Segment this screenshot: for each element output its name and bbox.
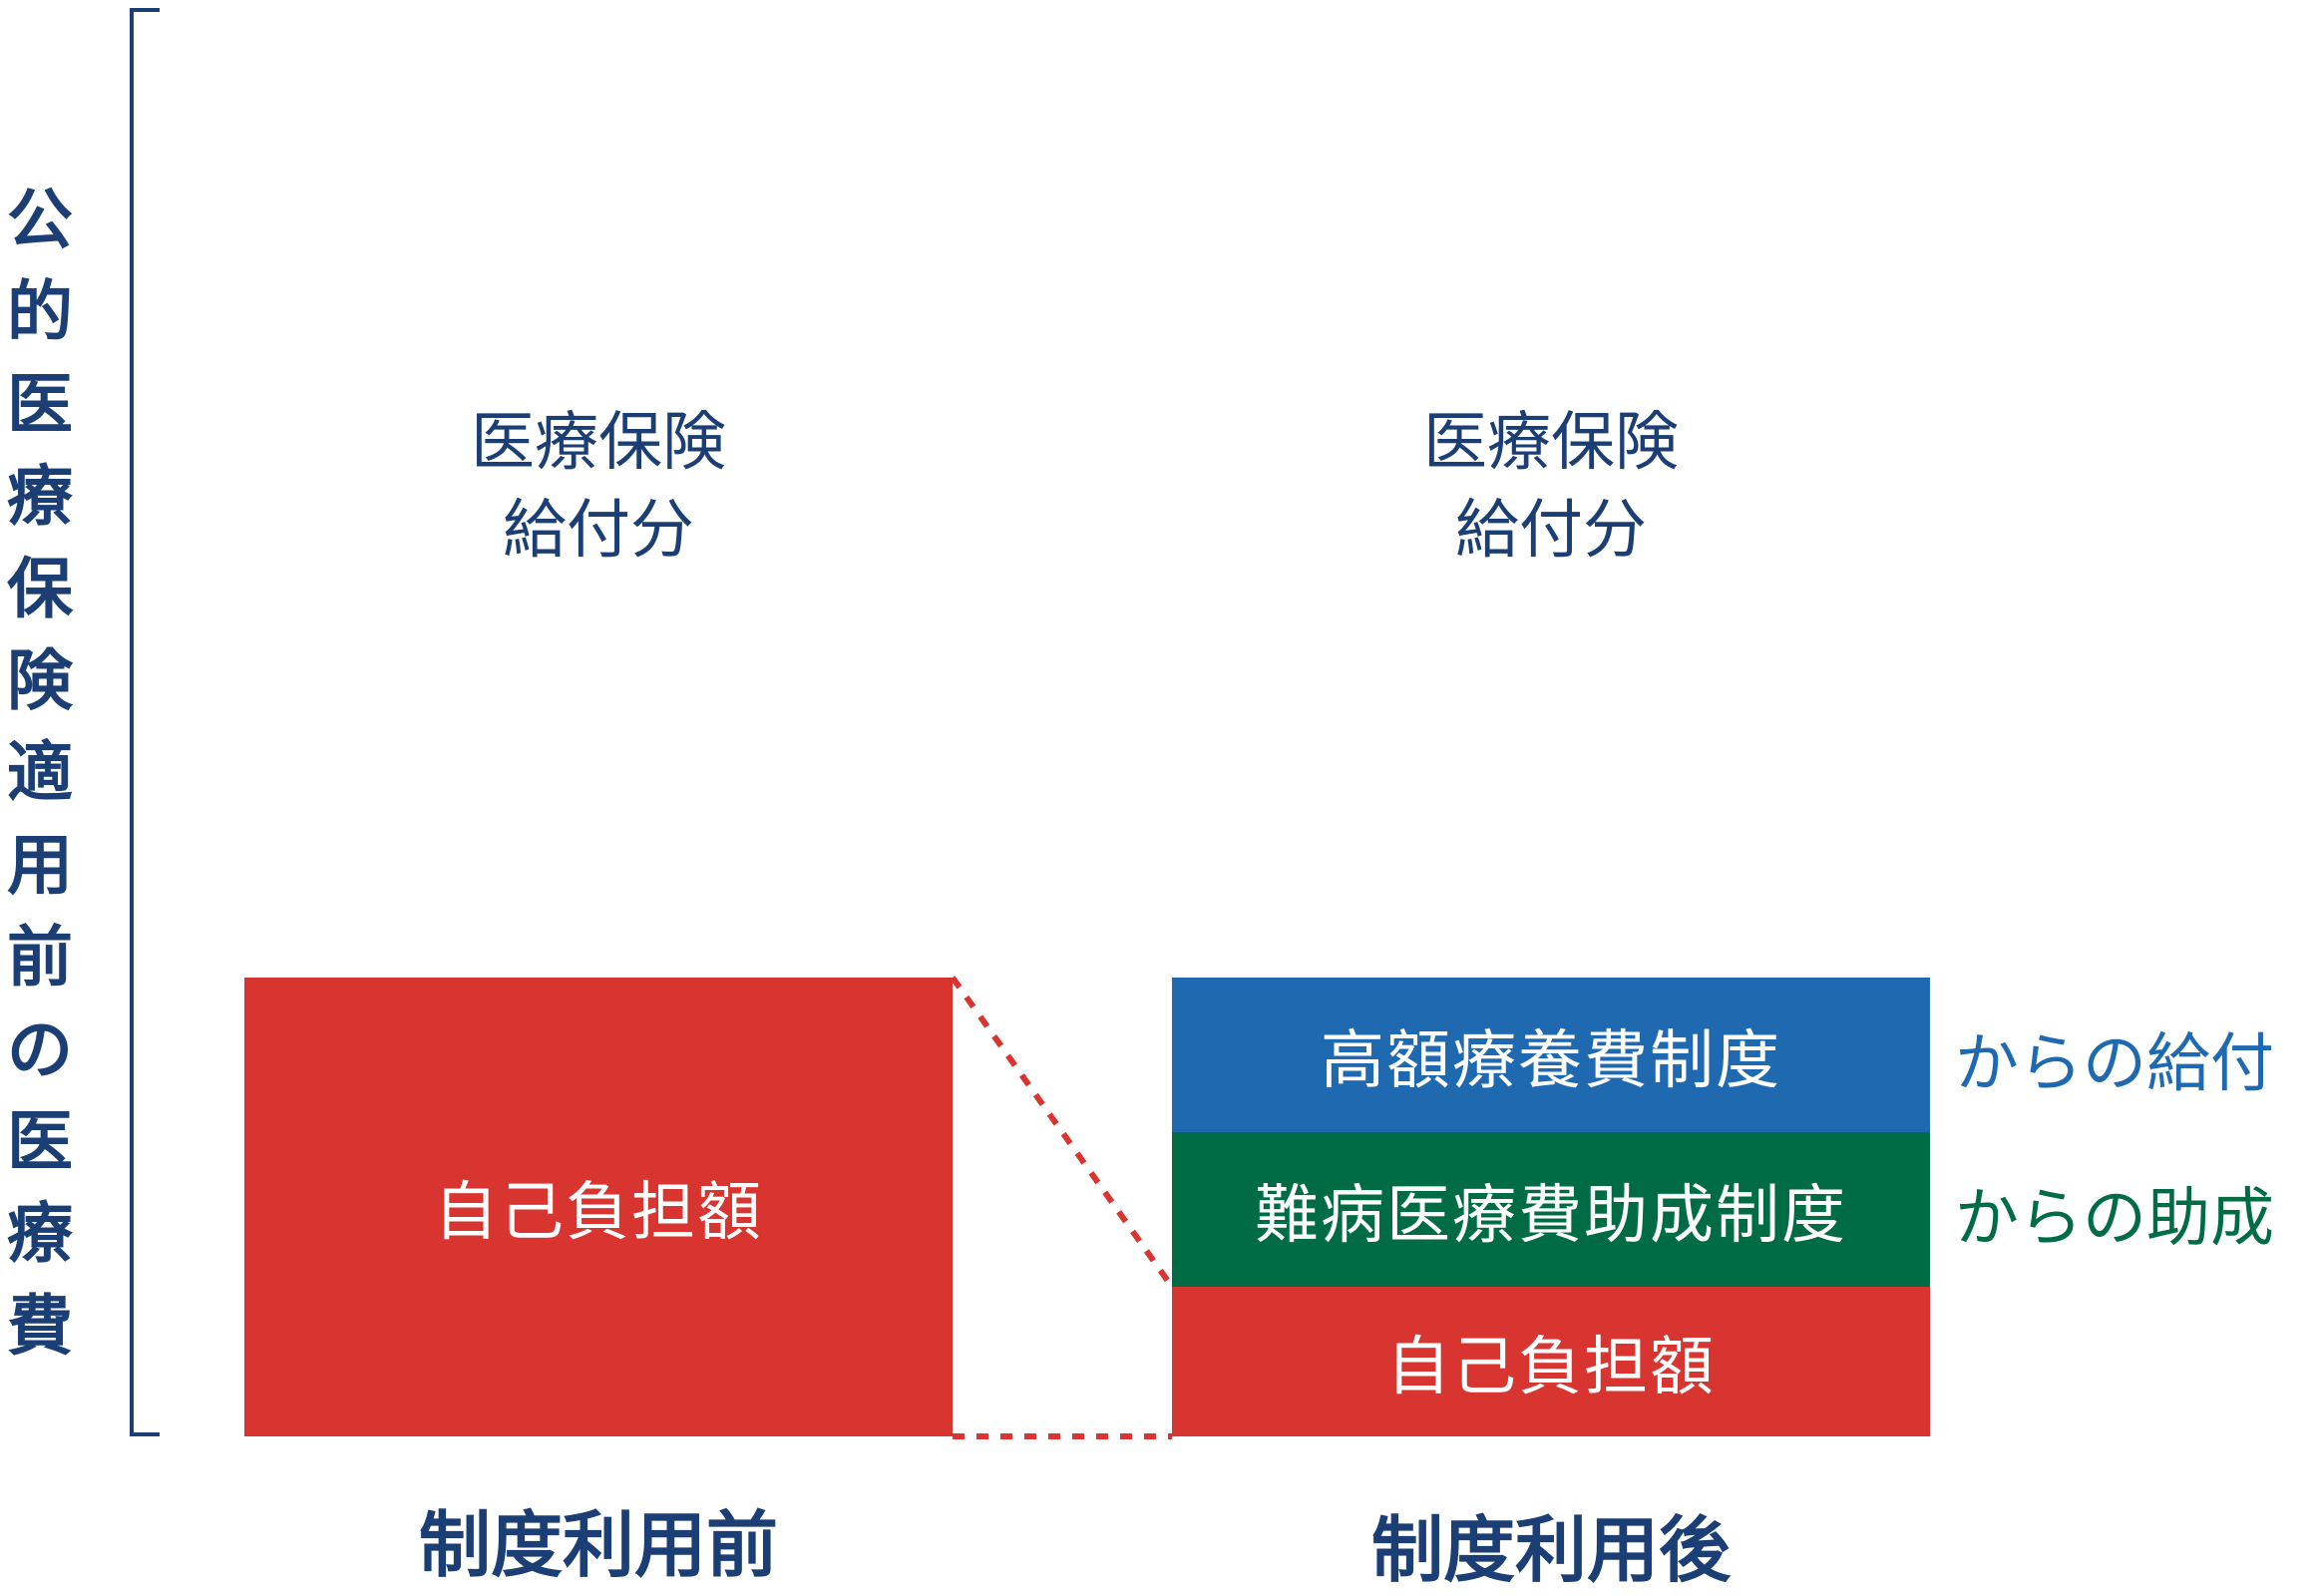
before-self-pay-block: 自己負担額 [244,978,953,1436]
y-axis-label-char: 前 [7,919,73,997]
after-insurance-line2: 給付分 [1455,494,1647,568]
before-insurance-line1: 医療保険 [471,406,726,480]
after-high-cost-label: 高額療養費制度 [1321,1023,1781,1098]
y-axis-label-char: 公 [7,182,73,258]
y-axis-label-char: 適 [7,734,73,812]
high-cost-note: からの給付 [1955,1027,2274,1101]
y-axis-label-char: 医 [7,365,73,443]
y-axis-label-char: 険 [7,642,73,720]
after-category-label: 制度利用後 [1370,1508,1731,1592]
after-self-pay-block: 自己負担額 [1172,1287,1930,1436]
before-category-label: 制度利用前 [418,1503,778,1587]
y-axis-label-char: 費 [7,1287,73,1365]
axis-bracket [130,8,160,1436]
y-axis-label-char: 療 [7,458,73,536]
after-intractable-block: 難病医療費助成制度 [1172,1132,1930,1287]
after-insurance-line1: 医療保険 [1423,406,1679,480]
after-intractable-label: 難病医療費助成制度 [1255,1178,1847,1253]
y-axis-label-char: 保 [7,550,73,627]
after-self-pay-label: 自己負担額 [1386,1331,1716,1404]
after-insurance-label: 医療保険 給付分 [1172,399,1930,575]
dotted-top-connector [950,976,1175,1289]
y-axis-label-char: 医 [7,1103,73,1181]
intractable-note: からの助成 [1955,1182,2274,1256]
y-axis-label-char: 療 [7,1195,73,1273]
before-insurance-label: 医療保険 給付分 [244,399,953,575]
before-self-pay-label: 自己負担額 [434,1176,763,1250]
before-insurance-line2: 給付分 [503,494,694,568]
y-axis-label-char: 的 [7,273,73,351]
y-axis-label-char: 用 [7,826,73,904]
after-high-cost-block: 高額療養費制度 [1172,978,1930,1132]
y-axis-label-char: の [7,1010,73,1088]
y-axis-label: 公的医療保険適用前の医療費 [0,175,80,1373]
